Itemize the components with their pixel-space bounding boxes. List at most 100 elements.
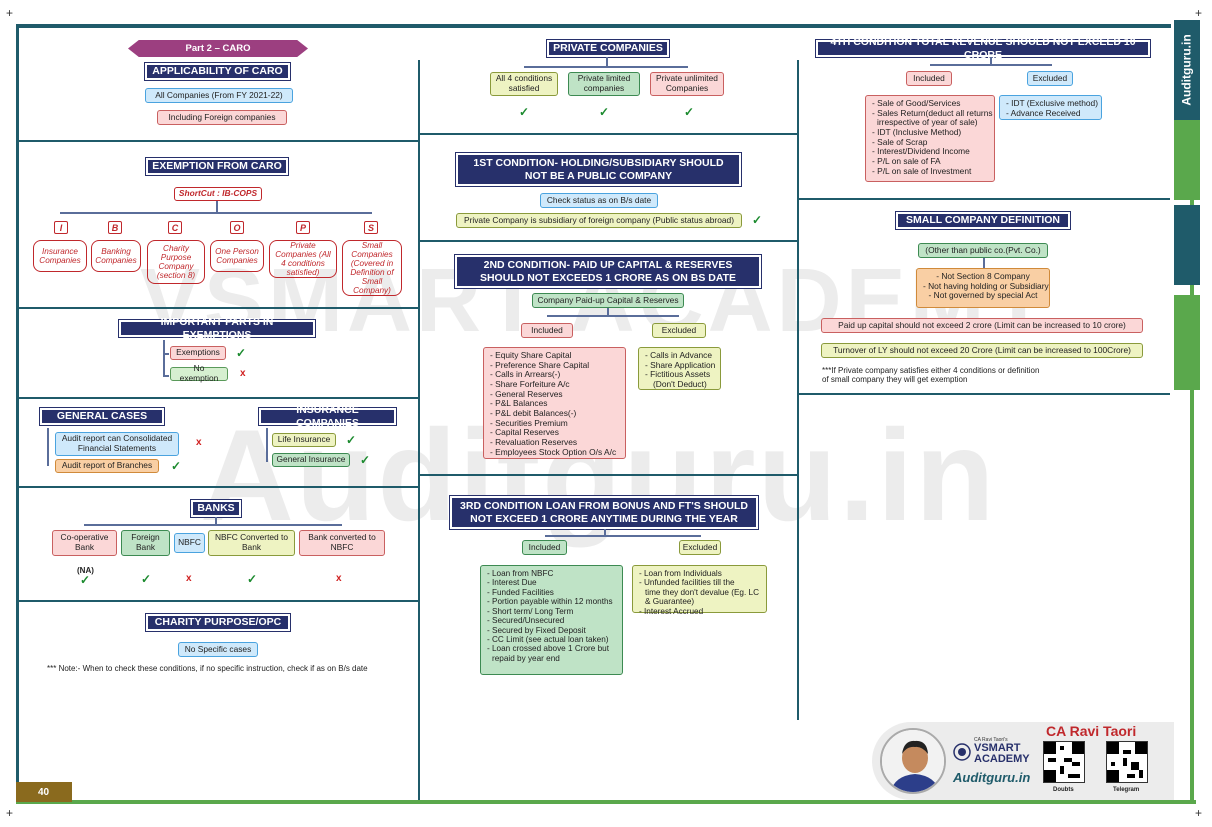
cond4-inc-item: - Sale of Scrap [872, 136, 928, 147]
left-divider-5 [19, 600, 419, 602]
cond2-exc-item: (Don't Deduct) [653, 378, 707, 389]
cond2-inc-item: - General Reserves [490, 388, 563, 399]
mid-divider-1 [419, 133, 799, 135]
left-divider-3 [19, 397, 419, 399]
presenter-avatar [880, 728, 946, 794]
small-list-item: - Not Section 8 Company [936, 271, 1030, 281]
small-paid-up: Paid up capital should not exceed 2 cror… [821, 318, 1143, 333]
crop-mark-tr: + [1195, 6, 1203, 20]
cond2-connector-v [607, 308, 609, 316]
exemption-shortcut: ShortCut : IB-COPS [174, 187, 262, 201]
cond2-exc-item: - Share Application [645, 359, 716, 370]
right-border-green [1190, 24, 1194, 804]
applicability-item-1: All Companies (From FY 2021-22) [145, 88, 293, 103]
private-connector-h [524, 66, 688, 68]
side-tab-4 [1174, 295, 1200, 390]
bottom-border [16, 800, 1196, 804]
letter-p: P [296, 221, 310, 234]
side-tab-3 [1174, 205, 1200, 285]
cond2-inc-list: - Equity Share Capital - Preference Shar… [483, 347, 626, 459]
insurance-general: General Insurance [272, 453, 350, 467]
crop-mark-tl: + [6, 6, 14, 20]
avatar-icon [882, 730, 944, 792]
academy-name: VSMART ACADEMY [974, 742, 1030, 765]
charity-item: No Specific cases [178, 642, 258, 657]
cond2-exc-list: - Calls in Advance - Share Application -… [638, 347, 721, 390]
cond4-connector-v [990, 57, 992, 65]
cond3-title: 3RD CONDITION LOAN FROM BONUS AND FT'S S… [450, 496, 758, 529]
insurance-life-tick: ✓ [346, 433, 357, 447]
mid-divider-2 [419, 240, 799, 242]
private-all-four: All 4 conditions satisfied [490, 72, 558, 96]
letter-o: O [230, 221, 244, 234]
side-tab-1 [1174, 20, 1200, 120]
qr-telegram-label: Telegram [1113, 787, 1140, 793]
banks-connector-h [84, 524, 342, 526]
insurance-general-tick: ✓ [360, 453, 371, 467]
cond3-inc-item: - Portion payable within 12 months [487, 597, 613, 607]
private-all-four-tick: ✓ [519, 105, 530, 119]
bank-cooperative-tick: ✓ [80, 573, 91, 587]
cond3-inc-item: - Loan from NBFC [487, 569, 554, 578]
cond2-inc-item: - Equity Share Capital [490, 350, 572, 360]
cond4-inc-item: - P/L on sale of Investment [872, 165, 972, 176]
small-connector-v [983, 258, 985, 268]
col-divider-2 [797, 60, 799, 720]
cond4-inc-item: - Sale of Good/Services [872, 98, 961, 108]
bank-converted-nbfc: Bank converted to NBFC [299, 530, 385, 556]
small-list-item: - Not having holding or Subsidiary [923, 280, 1049, 291]
exemption-private: Private Companies (All 4 conditions sati… [269, 240, 337, 278]
mid-divider-3 [419, 474, 799, 476]
qr-telegram[interactable] [1106, 741, 1148, 783]
important-exemptions: Exemptions [170, 346, 226, 360]
bank-nbfc-converted: NBFC Converted to Bank [208, 530, 295, 556]
academy-small-text: CA Ravi Taori's [974, 737, 1008, 743]
cond4-inc-item: - Interest/Dividend Income [872, 146, 970, 157]
cond1-title-text: 1ST CONDITION- HOLDING/SUBSIDIARY SHOULD… [473, 157, 724, 182]
small-note-2: of small company they will get exemption [822, 375, 968, 384]
cond3-exc-item: - Unfunded facilities till the [639, 578, 735, 588]
general-connector [47, 428, 49, 466]
cond1-check: Check status as on B/s date [540, 193, 658, 208]
presenter-name: CA Ravi Taori [1046, 723, 1137, 739]
cond4-inc-item: - Sales Return(deduct all returns [872, 107, 993, 118]
banks-connector-v [215, 517, 217, 525]
bank-cooperative: Co-operative Bank [52, 530, 117, 556]
page-number: 40 [16, 782, 72, 802]
page-number-text: 40 [38, 786, 50, 798]
bank-nbfc: NBFC [174, 533, 205, 553]
private-limited: Private limited companies [568, 72, 640, 96]
right-divider-2 [798, 393, 1170, 395]
important-title: IMPORTANT PARTS IN EXEMPTIONS [119, 316, 315, 341]
cond4-inc-item: - IDT (Inclusive Method) [872, 126, 962, 137]
crop-mark-bl: + [6, 806, 14, 820]
side-tab-2 [1174, 120, 1200, 200]
cond3-inc-item: - CC Limit (see actual loan taken) [487, 634, 609, 644]
bank-nbfc-converted-tick: ✓ [247, 572, 258, 586]
small-note-1: ***If Private company satisfies either 4… [822, 366, 1040, 375]
cond2-excluded: Excluded [652, 323, 706, 338]
private-connector-v [606, 57, 608, 67]
cond3-exc-item: - Loan from Individuals [639, 569, 722, 578]
letter-s: S [364, 221, 378, 234]
cond4-title-text: 4TH CONDITION TOTAL REVENUE SHOULD NOT E… [830, 36, 1136, 61]
col-divider-1 [418, 60, 420, 800]
cond2-inc-item: - Calls in Arrears(-) [490, 369, 561, 380]
cond3-inc-item: - Loan crossed above 1 Crore but [487, 644, 609, 654]
cond3-inc-item: - Short term/ Long Term [487, 606, 574, 616]
bank-foreign: Foreign Bank [121, 530, 170, 556]
cond2-inc-item: - Securities Premium [490, 417, 568, 428]
cond3-title-text: 3RD CONDITION LOAN FROM BONUS AND FT'S S… [460, 500, 748, 525]
private-limited-tick: ✓ [599, 105, 610, 119]
cond4-title: 4TH CONDITION TOTAL REVENUE SHOULD NOT E… [816, 36, 1150, 61]
applicability-title: APPLICABILITY OF CARO [145, 63, 290, 80]
cond3-inc-item: repaid by year end [492, 653, 560, 663]
small-turnover: Turnover of LY should not exceed 20 Cror… [821, 343, 1143, 358]
cond2-title-text: 2ND CONDITION- PAID UP CAPITAL & RESERVE… [479, 259, 737, 284]
cond3-inc-list: - Loan from NBFC - Interest Due - Funded… [480, 565, 623, 675]
qr-doubts[interactable] [1043, 741, 1085, 783]
exemption-charity: Charity Purpose Company (section 8) [147, 240, 205, 284]
qr-code-icon [1107, 742, 1147, 782]
cond3-exc-item: time they don't devalue (Eg. LC [645, 587, 759, 597]
cond1-tick: ✓ [752, 213, 763, 227]
